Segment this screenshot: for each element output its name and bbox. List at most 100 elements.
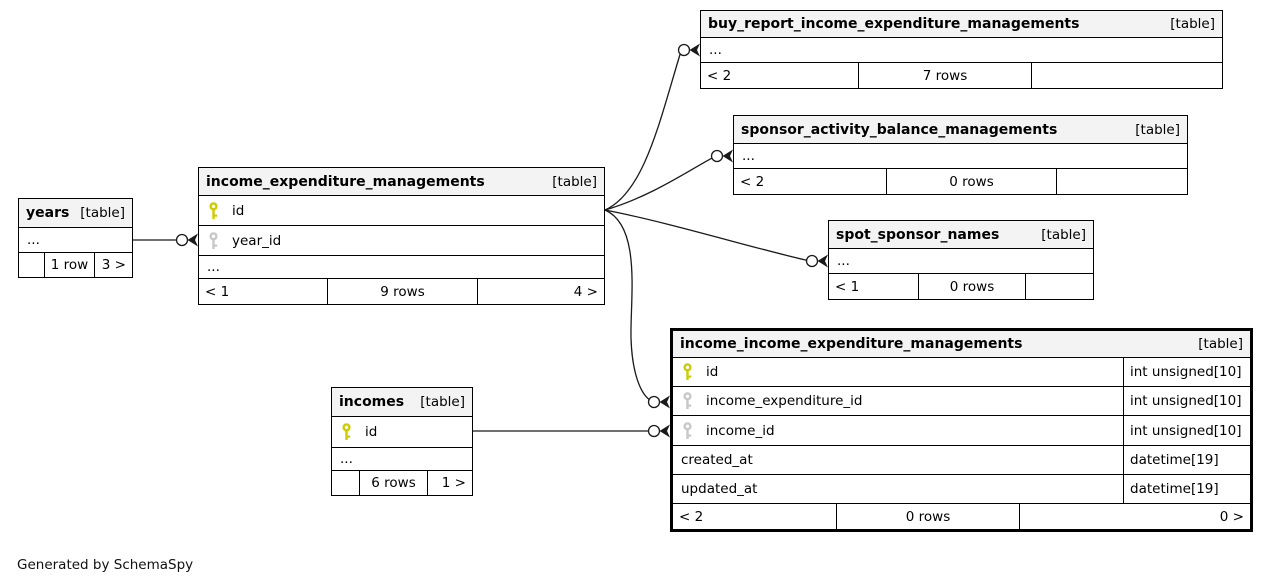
column-type-cell: int unsigned[10] [1123, 416, 1250, 445]
footer-children-count: 1 > [427, 471, 472, 495]
footer-row-count: 1 row [44, 253, 94, 277]
column-type-cell: datetime[19] [1123, 446, 1250, 474]
connector-crowfoot-icon [722, 149, 733, 163]
table-income_expenditure_managements[interactable]: income_expenditure_managements [table] id y… [198, 167, 605, 305]
column-row-id: id [199, 196, 604, 226]
column-name: year_id [232, 232, 282, 249]
column-type: int unsigned[10] [1130, 364, 1242, 380]
column-name-cell: ... [829, 249, 1093, 273]
footer-children-count: 3 > [94, 253, 132, 277]
footer-parents-count: < 2 [740, 173, 765, 190]
connector-crowfoot-icon [659, 395, 670, 409]
footer-parents-count: < 2 [679, 508, 704, 525]
relationship-line [604, 157, 713, 211]
column-name-cell: id [199, 196, 604, 225]
column-type-cell: int unsigned[10] [1123, 387, 1250, 415]
column-name-cell: income_expenditure_id [673, 387, 1123, 415]
column-name-cell: year_id [199, 226, 604, 255]
column-name: id [706, 364, 719, 380]
primary-key-icon [342, 423, 351, 440]
column-row-id: id [332, 417, 472, 448]
column-name-cell: ... [332, 448, 472, 470]
connector-circle-icon [647, 424, 661, 438]
footer-row-count: 7 rows [858, 63, 1031, 88]
column-row-year_id: year_id [199, 226, 604, 256]
connector-circle-icon [805, 254, 819, 268]
table-title[interactable]: income_expenditure_managements [206, 173, 485, 190]
column-name-cell: created_at [673, 446, 1123, 474]
column-type: datetime[19] [1130, 481, 1219, 497]
connector-circle-icon [710, 149, 724, 163]
footer-parents-count: < 1 [205, 283, 230, 300]
table-type-tag: [table] [1198, 336, 1243, 352]
table-buy_report_income_expenditure_managements[interactable]: buy_report_income_expenditure_management… [700, 10, 1223, 89]
generator-credit: Generated by SchemaSpy [17, 557, 194, 573]
column-type: int unsigned[10] [1130, 422, 1242, 439]
table-type-tag: [table] [80, 205, 125, 221]
table-title[interactable]: spot_sponsor_names [836, 226, 1000, 243]
footer-children-count: 4 > [477, 279, 604, 304]
table-title[interactable]: sponsor_activity_balance_managements [741, 121, 1058, 138]
table-sponsor_activity_balance_managements[interactable]: sponsor_activity_balance_managements[tab… [733, 115, 1188, 195]
table-header: years [table] [19, 199, 132, 228]
column-type-cell: datetime[19] [1123, 475, 1250, 503]
footer-parents-count [19, 253, 44, 277]
table-title[interactable]: incomes [339, 394, 405, 410]
column-row-id: id int unsigned[10] [673, 358, 1250, 387]
relationship-line [604, 209, 650, 400]
column-row-: ... [701, 38, 1222, 63]
column-name: ... [742, 148, 755, 164]
footer-parents-count [332, 471, 359, 495]
table-income_income_expenditure_managements[interactable]: income_income_expenditure_managements [ta… [670, 328, 1253, 532]
table-title[interactable]: income_income_expenditure_managements [680, 336, 1023, 352]
footer-row-count: 9 rows [327, 279, 477, 304]
table-header: spot_sponsor_names[table] [829, 221, 1093, 249]
foreign-key-icon [209, 231, 218, 249]
column-name: id [232, 202, 245, 219]
footer-children-count: 0 > [1019, 504, 1250, 529]
relationship-line [604, 209, 807, 261]
table-title[interactable]: years [26, 205, 70, 221]
column-name: ... [837, 253, 850, 269]
footer-row-count: 0 rows [836, 504, 1019, 529]
table-type-tag: [table] [552, 173, 597, 190]
column-type-cell: int unsigned[10] [1123, 358, 1250, 386]
primary-key-icon [209, 201, 218, 219]
table-header: income_income_expenditure_managements [ta… [673, 331, 1250, 358]
footer-children-count [1025, 274, 1093, 299]
primary-key-icon [683, 363, 692, 380]
column-name-cell: id [673, 358, 1123, 386]
column-name: ... [340, 451, 353, 467]
connector-crowfoot-icon [187, 233, 198, 247]
column-name: id [365, 424, 378, 440]
column-type: int unsigned[10] [1130, 393, 1242, 409]
column-row-income_expenditure_id: income_expenditure_id int unsigned[10] [673, 387, 1250, 416]
column-name: updated_at [681, 481, 758, 497]
connector-circle-icon [175, 233, 189, 247]
column-type: datetime[19] [1130, 452, 1219, 468]
column-name: created_at [681, 452, 753, 468]
column-name: ... [27, 232, 40, 248]
column-name-cell: ... [734, 144, 1187, 168]
foreign-key-icon [683, 421, 692, 439]
table-title[interactable]: buy_report_income_expenditure_management… [708, 16, 1080, 32]
connector-crowfoot-icon [817, 254, 828, 268]
footer-children-count [1056, 169, 1187, 194]
column-row-: ... [19, 228, 132, 253]
column-name-cell: id [332, 417, 472, 447]
connector-crowfoot-icon [659, 424, 670, 438]
table-type-tag: [table] [420, 394, 465, 410]
connector-crowfoot-icon [689, 43, 700, 57]
column-row-: ... [332, 448, 472, 471]
footer-parents-count: < 1 [835, 278, 860, 295]
table-header: income_expenditure_managements [table] [199, 168, 604, 196]
